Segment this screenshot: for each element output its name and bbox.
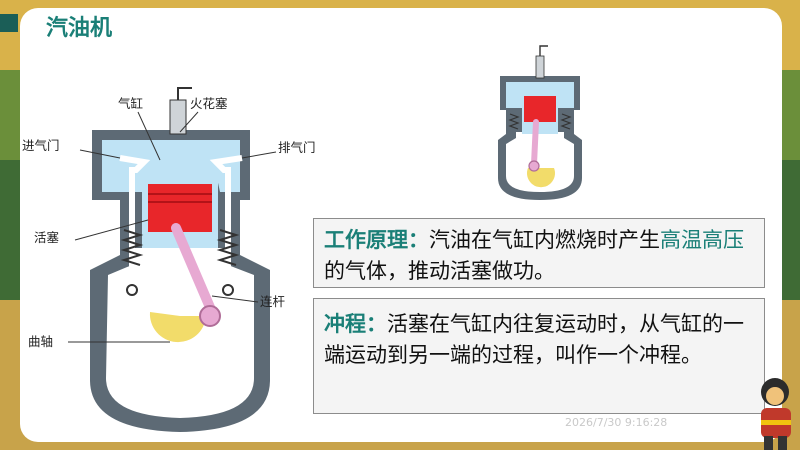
mascot-leg-left bbox=[764, 436, 773, 450]
label-connecting-rod: 连杆 bbox=[260, 294, 286, 309]
intake-valve bbox=[119, 155, 151, 280]
engine-diagram: 气缸 火花塞 进气门 排气门 活塞 连杆 曲轴 bbox=[22, 87, 316, 432]
stroke-definition-box: 冲程：活塞在气缸内往复运动时，从气缸的一端运动到另一端的过程，叫作一个冲程。 bbox=[313, 298, 765, 414]
small-intake-spring bbox=[508, 113, 520, 130]
mascot-face bbox=[766, 387, 784, 405]
small-spark-plug bbox=[535, 55, 545, 79]
working-principle-box: 工作原理：汽油在气缸内燃烧时产生高温高压的气体，推动活塞做功。 bbox=[313, 218, 765, 288]
leader-cylinder bbox=[137, 111, 161, 161]
small-crankcase bbox=[506, 132, 574, 192]
leader-spark-plug bbox=[179, 111, 199, 133]
leader-intake bbox=[79, 149, 121, 159]
small-crank bbox=[527, 168, 555, 188]
principle-highlight: 高温高压 bbox=[660, 228, 744, 252]
intake-rocker bbox=[126, 284, 138, 296]
label-spark-plug: 火花塞 bbox=[190, 96, 228, 111]
timestamp: 2026/7/30 9:16:28 bbox=[565, 416, 668, 429]
working-principle-text: 工作原理：汽油在气缸内燃烧时产生高温高压的气体，推动活塞做功。 bbox=[324, 225, 754, 287]
small-spark-wire bbox=[539, 45, 548, 56]
exhaust-rocker bbox=[222, 284, 234, 296]
label-crankshaft: 曲轴 bbox=[28, 334, 53, 349]
exhaust-spring bbox=[216, 229, 240, 266]
combustion-chamber bbox=[102, 140, 240, 192]
leader-exhaust bbox=[241, 151, 277, 159]
piston bbox=[148, 184, 212, 232]
engine-diagram-small bbox=[498, 45, 582, 200]
small-crank-pin bbox=[528, 160, 540, 172]
mascot-belt bbox=[761, 420, 791, 425]
small-exhaust-spring bbox=[560, 113, 572, 130]
crankshaft-disc bbox=[149, 312, 206, 343]
label-cylinder: 气缸 bbox=[118, 96, 143, 111]
stroke-definition-text: 冲程：活塞在气缸内往复运动时，从气缸的一端运动到另一端的过程，叫作一个冲程。 bbox=[324, 309, 754, 371]
small-piston bbox=[524, 96, 556, 122]
spark-plug bbox=[169, 99, 187, 135]
slide-title: 汽油机 bbox=[46, 16, 113, 41]
mascot-leg-right bbox=[778, 436, 787, 450]
intake-spring bbox=[120, 229, 144, 266]
spark-plug-wire bbox=[177, 87, 192, 100]
title-marker bbox=[0, 14, 18, 32]
leader-piston bbox=[74, 219, 149, 241]
leader-rod bbox=[211, 295, 259, 303]
stroke-text: 活塞在气缸内往复运动时，从气缸的一端运动到另一端的过程，叫作一个冲程。 bbox=[324, 312, 744, 367]
principle-text-a: 汽油在气缸内燃烧时产生 bbox=[429, 228, 660, 252]
label-exhaust-valve: 排气门 bbox=[278, 140, 316, 155]
label-piston: 活塞 bbox=[34, 230, 60, 245]
label-intake-valve: 进气门 bbox=[22, 138, 60, 153]
connecting-rod bbox=[171, 223, 217, 317]
leader-lines bbox=[68, 111, 277, 343]
small-rod bbox=[531, 119, 539, 167]
working-principle-term: 工作原理： bbox=[324, 228, 429, 252]
principle-text-b: 的气体，推动活塞做功。 bbox=[324, 259, 555, 283]
exhaust-valve bbox=[209, 155, 243, 280]
crank-pin bbox=[199, 305, 221, 327]
mascot-character-icon bbox=[761, 378, 791, 450]
stroke-term: 冲程： bbox=[324, 312, 387, 336]
